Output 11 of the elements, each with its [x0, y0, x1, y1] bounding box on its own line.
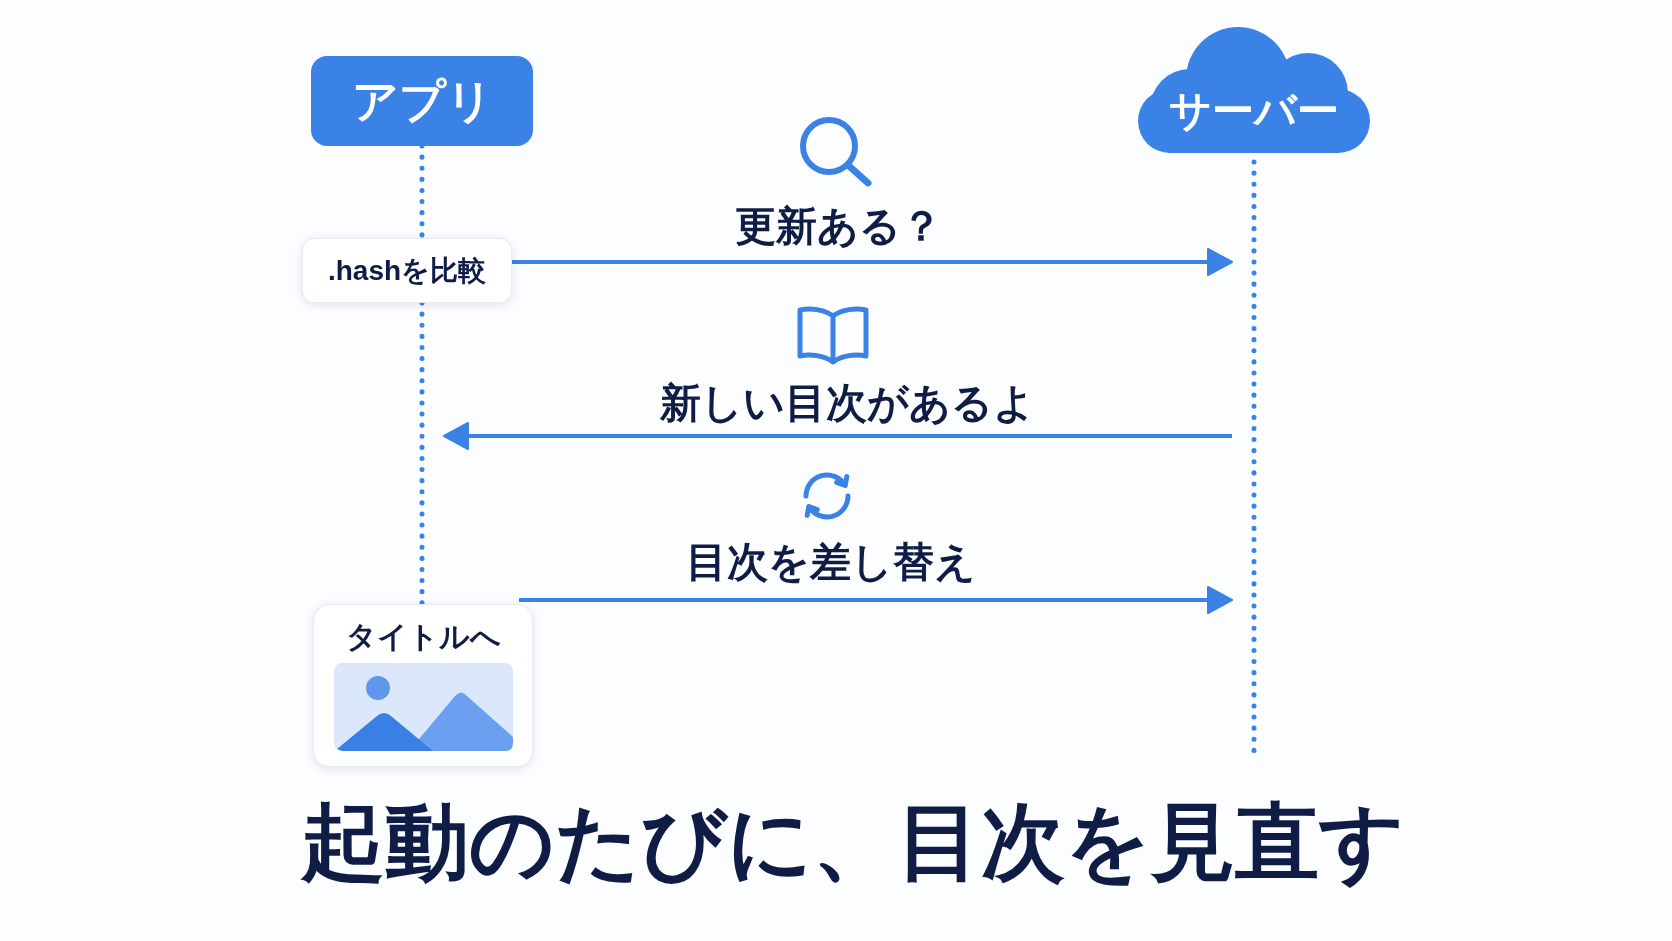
step-label: .hashを比較 — [327, 253, 487, 288]
diagram-title: 起動のたびに、目次を見直す — [301, 795, 1405, 889]
participant-box — [311, 56, 533, 146]
message-arrow — [512, 248, 1233, 276]
message-arrow — [519, 586, 1233, 614]
step-card — [302, 238, 512, 303]
card-title: タイトルへ — [345, 619, 501, 655]
message-arrow — [443, 422, 1232, 450]
participant-label: アプリ — [351, 74, 493, 128]
participant-label: サーバー — [1169, 86, 1339, 136]
screen-card — [313, 604, 533, 767]
